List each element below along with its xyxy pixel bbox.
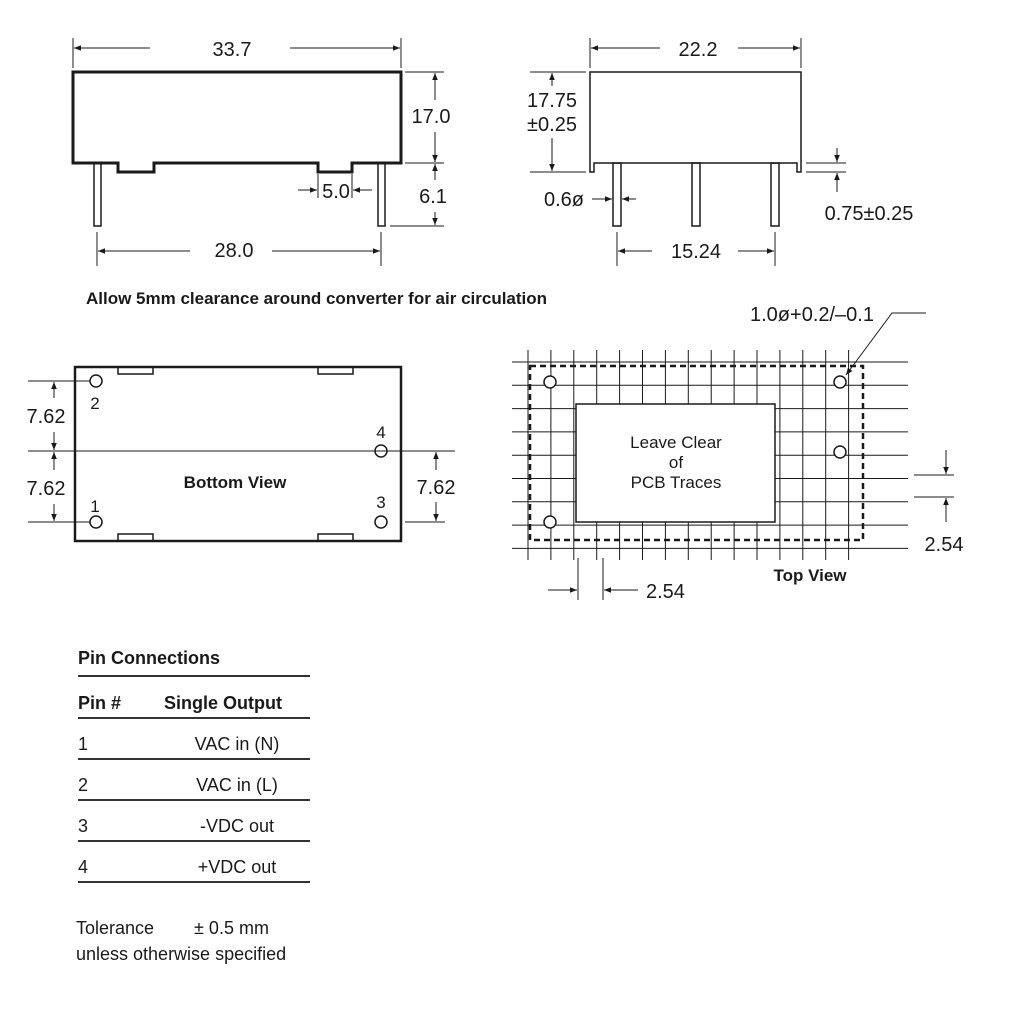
- bottom-pin-4-hole: [374, 444, 388, 458]
- keepout-area: [575, 403, 776, 523]
- dim-pin-span: 28.0: [215, 240, 254, 262]
- dim-grid-vertical: 2.54: [925, 534, 964, 556]
- side-view: [71, 38, 444, 266]
- bottom-pin-3-label: 3: [376, 493, 385, 512]
- table-row: 2 VAC in (L): [78, 760, 310, 801]
- side-pin-right: [377, 162, 386, 227]
- dim-bottom-lower: 7.62: [27, 478, 66, 500]
- top-hole-1: [543, 375, 557, 389]
- row-function: -VDC out: [199, 816, 275, 836]
- header-pin: Pin #: [78, 693, 122, 713]
- keepout-line-3: PCB Traces: [631, 473, 722, 492]
- table-header-row: Pin # Single Output: [78, 677, 310, 719]
- bottom-view-body: [73, 365, 403, 543]
- header-function: Single Output: [164, 693, 282, 713]
- pin-connections-table: Pin Connections Pin # Single Output 1 VA…: [78, 645, 310, 883]
- tolerance-label: Tolerance: [76, 918, 155, 938]
- top-view-label: Top View: [773, 566, 847, 585]
- dim-side-height: 17.0: [412, 106, 451, 128]
- dim-standoff-height: 0.75±0.25: [825, 203, 914, 225]
- bottom-pin-2-hole: [89, 374, 103, 388]
- dim-standoff-width: 5.0: [322, 181, 350, 203]
- side-view-body: [71, 70, 403, 174]
- keepout-line-2: of: [669, 453, 683, 472]
- table-row: 4 +VDC out: [78, 842, 310, 883]
- row-pin: 3: [78, 816, 89, 836]
- dim-grid-horizontal: 2.54: [646, 581, 685, 603]
- side-pin-left: [93, 162, 102, 227]
- dim-bottom-upper: 7.62: [27, 406, 66, 428]
- row-function: VAC in (N): [194, 734, 280, 754]
- dim-end-height-tol: ±0.25: [527, 114, 577, 136]
- pin-connections-title: Pin Connections: [78, 645, 310, 677]
- end-pin-3: [770, 162, 780, 227]
- table-row: 1 VAC in (N): [78, 719, 310, 760]
- top-hole-4: [833, 445, 847, 459]
- table-row: 3 -VDC out: [78, 801, 310, 842]
- bottom-view: [28, 365, 455, 543]
- tolerance-block: Tolerance ± 0.5 mm unless otherwise speci…: [76, 915, 286, 967]
- dim-end-width: 22.2: [679, 39, 718, 61]
- dim-end-pin-pitch: 15.24: [671, 241, 721, 263]
- bottom-pin-3-hole: [374, 515, 388, 529]
- module-outline: [528, 364, 865, 542]
- tolerance-line: Tolerance ± 0.5 mm: [76, 915, 286, 941]
- bottom-pin-2-label: 2: [90, 394, 99, 413]
- dim-pin-diameter: 0.6ø: [544, 189, 584, 211]
- row-pin: 1: [78, 734, 89, 754]
- clearance-note: Allow 5mm clearance around converter for…: [86, 289, 548, 308]
- row-pin: 4: [78, 857, 89, 877]
- end-pin-1: [612, 162, 622, 227]
- row-pin: 2: [78, 775, 89, 795]
- dim-end-height-value: 17.75: [527, 90, 577, 112]
- end-pin-2: [691, 162, 701, 227]
- dim-side-length: 33.7: [213, 39, 252, 61]
- tolerance-value: ± 0.5 mm: [194, 918, 269, 938]
- bottom-view-label: Bottom View: [184, 473, 287, 492]
- top-hole-2: [543, 515, 557, 529]
- top-view: [512, 312, 954, 600]
- row-function: +VDC out: [197, 857, 277, 877]
- bottom-pin-4-label: 4: [376, 423, 385, 442]
- dim-hole-spec: 1.0ø+0.2/–0.1: [750, 304, 874, 326]
- top-hole-3: [833, 375, 847, 389]
- dim-bottom-right: 7.62: [417, 477, 456, 499]
- end-view-body: [589, 71, 802, 173]
- bottom-pin-1-label: 1: [90, 497, 99, 516]
- bottom-pin-1-hole: [89, 515, 103, 529]
- dim-pin-length: 6.1: [419, 186, 447, 208]
- tolerance-note: unless otherwise specified: [76, 944, 287, 964]
- keepout-line-1: Leave Clear: [630, 433, 722, 452]
- end-view: [530, 38, 846, 266]
- row-function: VAC in (L): [196, 775, 278, 795]
